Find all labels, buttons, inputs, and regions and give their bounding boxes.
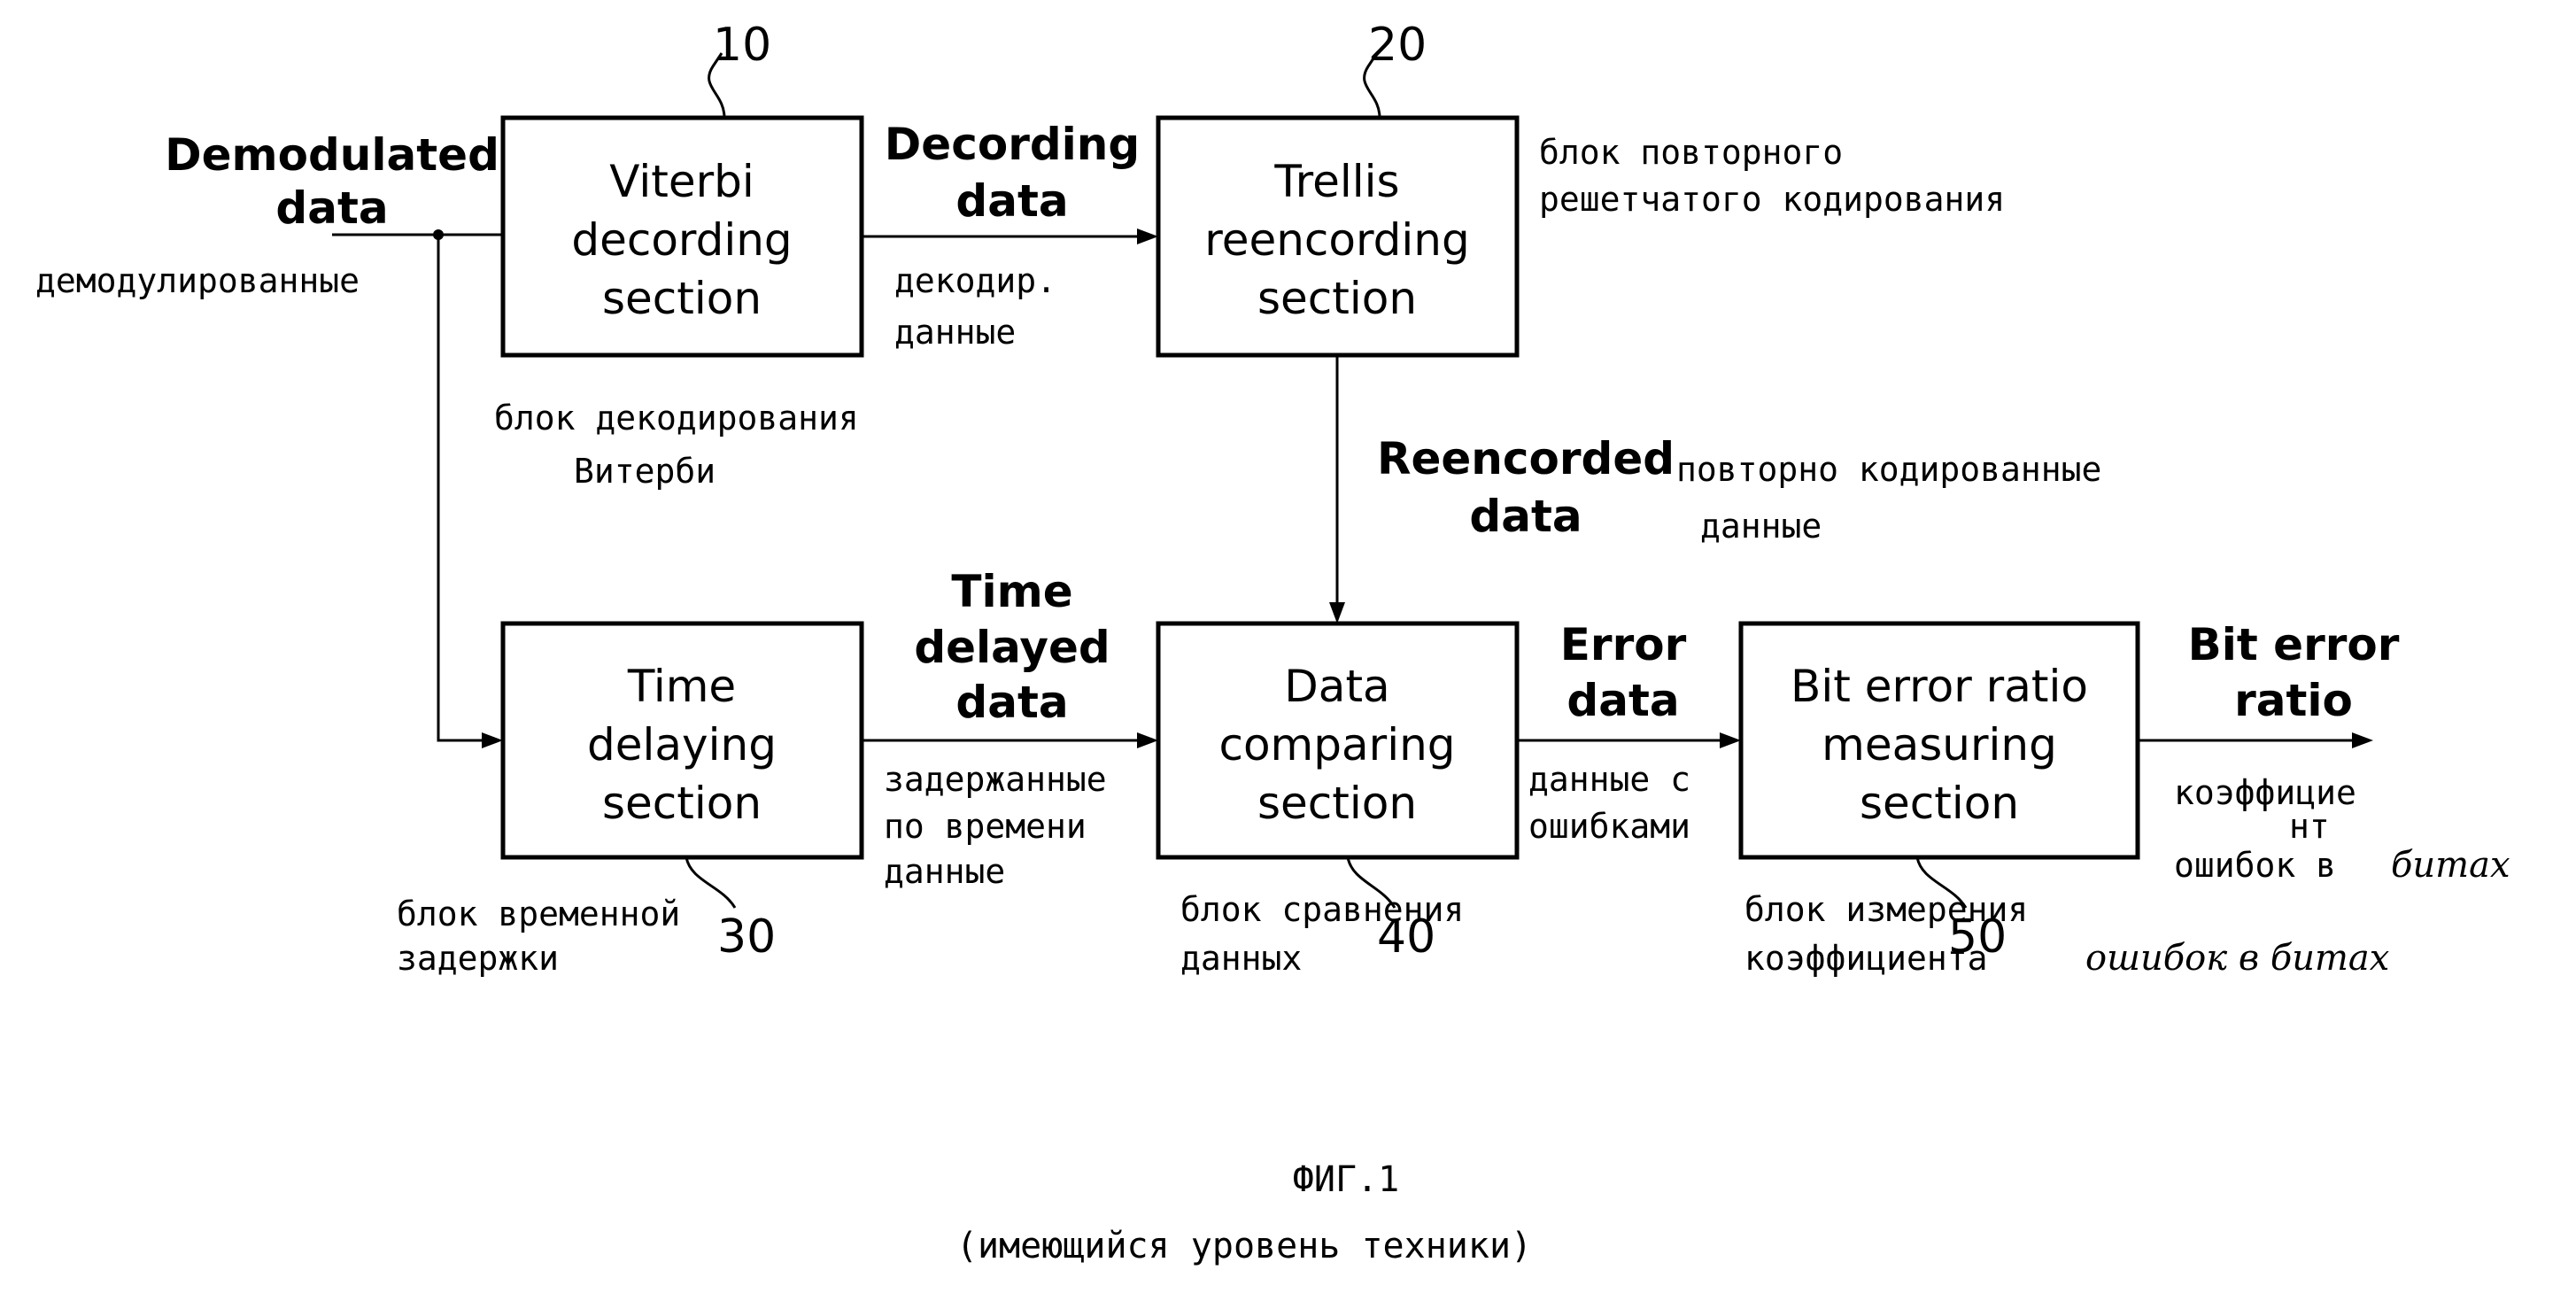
svg-text:section: section [1257, 273, 1417, 324]
svg-text:Viterbi: Viterbi [609, 156, 754, 207]
svg-text:решетчатого кодирования: решетчатого кодирования [1539, 180, 2005, 219]
svg-text:data: data [955, 175, 1068, 227]
ref-30-leader [685, 856, 737, 909]
svg-text:задержанные: задержанные [884, 760, 1107, 799]
svg-text:delaying: delaying [587, 719, 777, 771]
svg-text:section: section [602, 778, 762, 829]
ref-10-leader [708, 52, 726, 119]
arrowhead-compare-left [1137, 732, 1158, 748]
arrowhead-delay-in [482, 732, 503, 748]
svg-text:Decording: Decording [885, 119, 1140, 170]
bit-error-ratio-ru-label: блок измерения коэффициента ошибок в бит… [1744, 890, 2389, 979]
svg-text:data: data [275, 182, 388, 234]
data-comparing-ru-label: блок сравнения данных [1180, 890, 1464, 978]
svg-text:Reencorded: Reencorded [1377, 433, 1675, 484]
ref-20-leader [1363, 52, 1381, 119]
svg-text:Data: Data [1284, 661, 1389, 712]
svg-text:comparing: comparing [1218, 719, 1455, 771]
bit-error-ratio-box [1738, 621, 2140, 860]
svg-text:ошибками: ошибками [1528, 807, 1690, 846]
svg-text:data: data [955, 677, 1068, 728]
svg-text:данные: данные [1700, 507, 1822, 546]
demodulated-data-label: Demodulated data [165, 129, 499, 234]
time-delaying-box [500, 621, 864, 860]
svg-text:декодир.: декодир. [894, 261, 1056, 300]
svg-text:Витерби: Витерби [574, 452, 716, 491]
ref-50-leader [1915, 856, 1968, 909]
svg-text:блок временной: блок временной [397, 894, 680, 933]
svg-text:по времени: по времени [884, 807, 1087, 846]
ref-number-20: 20 [1368, 19, 1427, 72]
arrowhead-trellis-in [1137, 228, 1158, 244]
decoded-ru-label: декодир. данные [894, 261, 1056, 352]
svg-text:коэффициента: коэффициента [1744, 939, 1988, 978]
time-delaying-label: Time delaying section [587, 661, 777, 829]
reencoded-data-label: Reencorded data [1377, 433, 1675, 542]
bit-error-ratio-label: Bit error ratio measuring section [1791, 661, 2088, 829]
time-delayed-data-label: Time delayed data [914, 566, 1110, 728]
figure-number: ФИГ.1 [1293, 1159, 1399, 1200]
arrowhead-compare-top [1329, 602, 1345, 623]
ber-output-ru-label: коэффицие нт ошибок в битах [2174, 773, 2510, 886]
svg-text:Time: Time [627, 661, 736, 712]
trellis-ru-label: блок повторного решетчатого кодирования [1539, 133, 2005, 219]
svg-text:data: data [1469, 491, 1582, 542]
svg-text:decording: decording [571, 214, 792, 266]
data-comparing-box [1156, 621, 1520, 860]
svg-text:блок измерения: блок измерения [1744, 890, 2028, 929]
svg-text:повторно кодированные: повторно кодированные [1676, 450, 2101, 489]
svg-text:блок сравнения: блок сравнения [1180, 890, 1464, 929]
ref-number-40: 40 [1377, 910, 1435, 964]
viterbi-ru-label: блок декодирования Витерби [494, 399, 859, 491]
reencoded-ru-label: повторно кодированные данные [1676, 450, 2101, 546]
svg-text:блок повторного: блок повторного [1539, 133, 1843, 172]
svg-text:section: section [1860, 778, 2019, 829]
bit-error-ratio-output-label: Bit error ratio [2188, 619, 2400, 726]
decoded-data-label: Decording data [885, 119, 1140, 227]
svg-text:Time: Time [951, 566, 1072, 617]
arrowhead-ber-in [1720, 732, 1741, 748]
time-delaying-ru-label: блок временной задержки [397, 894, 680, 978]
svg-text:данные с: данные с [1528, 760, 1690, 799]
error-ru-label: данные с ошибками [1528, 760, 1690, 846]
svg-text:данные: данные [884, 852, 1005, 891]
svg-text:ratio: ratio [2234, 675, 2353, 726]
svg-text:ошибок в битах: ошибок в битах [2085, 938, 2389, 979]
svg-text:коэффицие: коэффицие [2174, 773, 2356, 812]
error-data-label: Error data [1560, 619, 1687, 726]
svg-text:Bit error ratio: Bit error ratio [1791, 661, 2088, 712]
svg-text:нт: нт [2289, 807, 2330, 846]
svg-text:section: section [1257, 778, 1417, 829]
delayed-ru-label: задержанные по времени данные [884, 760, 1107, 891]
ref-number-10: 10 [713, 19, 771, 72]
trellis-reencoding-box [1156, 115, 1520, 358]
svg-text:delayed: delayed [914, 622, 1110, 673]
ref-40-leader [1346, 856, 1396, 909]
svg-text:блок декодирования: блок декодирования [494, 399, 859, 438]
svg-text:data: data [1566, 675, 1679, 726]
svg-text:Trellis: Trellis [1273, 156, 1399, 207]
branch-to-delay-line [437, 235, 485, 742]
svg-text:section: section [602, 273, 762, 324]
figure-subtitle: (имеющийся уровень техники) [956, 1226, 1532, 1266]
trellis-label: Trellis reencording section [1204, 156, 1470, 324]
svg-text:reencording: reencording [1204, 214, 1470, 266]
arrowhead-ber-out [2352, 732, 2373, 748]
svg-text:Error: Error [1560, 619, 1687, 670]
ref-number-30: 30 [717, 910, 776, 964]
viterbi-label: Viterbi decording section [571, 156, 792, 324]
svg-text:Bit error: Bit error [2188, 619, 2400, 670]
svg-text:ошибок в: ошибок в [2174, 846, 2336, 885]
viterbi-decoding-box [500, 115, 864, 358]
svg-text:measuring: measuring [1822, 719, 2057, 771]
demodulated-ru-label: демодулированные [35, 261, 360, 300]
svg-text:Demodulated: Demodulated [165, 129, 499, 181]
svg-text:данные: данные [894, 313, 1016, 352]
svg-text:задержки: задержки [397, 939, 559, 978]
data-comparing-label: Data comparing section [1218, 661, 1455, 829]
ref-number-50: 50 [1948, 910, 2007, 964]
svg-text:битах: битах [2391, 845, 2510, 886]
svg-text:данных: данных [1180, 939, 1302, 978]
